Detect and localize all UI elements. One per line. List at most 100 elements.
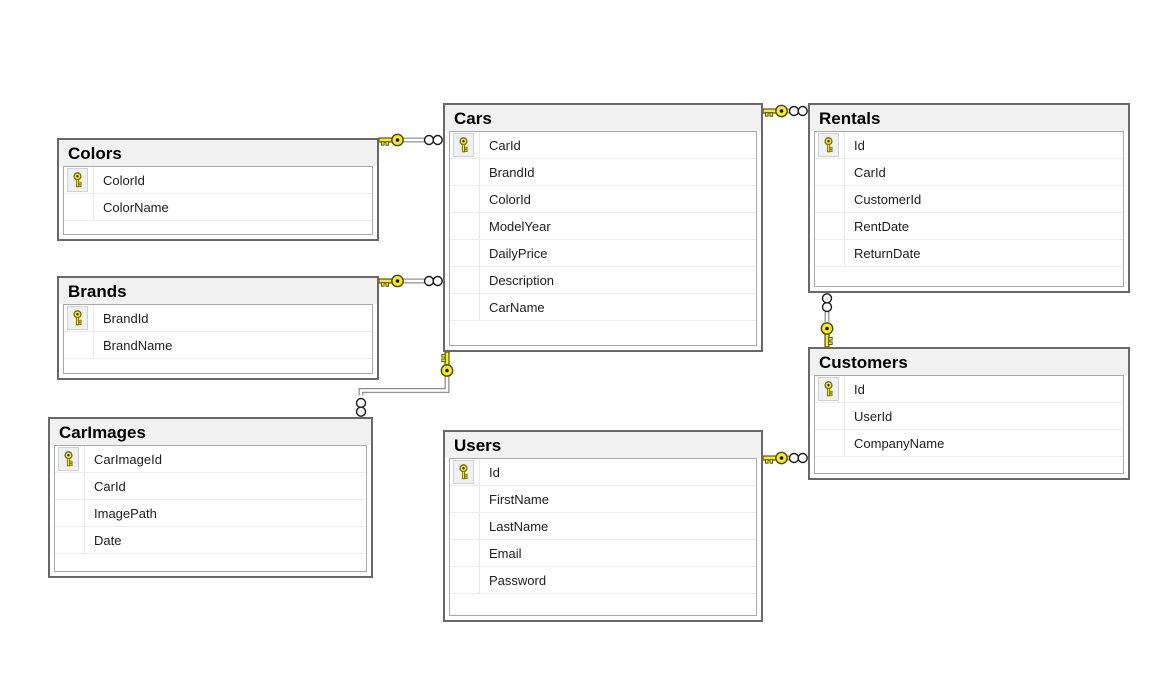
field-name: CarId <box>94 478 126 494</box>
field-name: ModelYear <box>489 218 551 234</box>
field-row[interactable]: CarName <box>450 294 756 321</box>
field-name: ReturnDate <box>854 245 921 261</box>
field-row[interactable]: CarId <box>450 132 756 159</box>
one-end-key-icon <box>762 104 788 118</box>
table-field-list: Id CarId CustomerId RentDate ReturnDate <box>814 131 1124 287</box>
field-name: FirstName <box>489 491 549 507</box>
table-title[interactable]: Customers <box>810 349 1128 375</box>
field-row[interactable]: DailyPrice <box>450 240 756 267</box>
field-name: LastName <box>489 518 549 534</box>
table-title[interactable]: Colors <box>59 140 377 166</box>
table-field-list: BrandId BrandName <box>63 304 373 374</box>
field-name: Description <box>489 272 555 288</box>
field-name: UserId <box>854 408 893 424</box>
field-row[interactable]: Password <box>450 567 756 594</box>
field-row[interactable]: Description <box>450 267 756 294</box>
field-row[interactable]: ColorName <box>64 194 372 221</box>
field-name: ColorName <box>103 199 169 215</box>
field-name: CarImageId <box>94 451 162 467</box>
field-name: DailyPrice <box>489 245 548 261</box>
one-end-key-icon <box>440 351 454 377</box>
field-row[interactable]: RentDate <box>815 213 1123 240</box>
field-row[interactable]: Id <box>815 132 1123 159</box>
field-row[interactable]: Id <box>450 459 756 486</box>
field-name: Id <box>854 137 865 153</box>
field-row[interactable]: Id <box>815 376 1123 403</box>
field-row[interactable]: BrandId <box>450 159 756 186</box>
field-row[interactable]: UserId <box>815 403 1123 430</box>
primary-key-icon <box>58 447 79 471</box>
primary-key-icon <box>67 168 88 192</box>
field-row[interactable]: BrandName <box>64 332 372 359</box>
table-title[interactable]: Cars <box>445 105 761 131</box>
field-name: BrandId <box>103 310 149 326</box>
many-end-infinity-icon <box>423 275 443 287</box>
field-row[interactable]: CarImageId <box>55 446 366 473</box>
field-name: Id <box>854 381 865 397</box>
field-name: BrandId <box>489 164 535 180</box>
table-title[interactable]: Rentals <box>810 105 1128 131</box>
primary-key-icon <box>67 306 88 330</box>
many-end-infinity-icon <box>423 134 443 146</box>
field-row[interactable]: ReturnDate <box>815 240 1123 267</box>
table-colors[interactable]: Colors ColorId ColorName <box>57 138 379 241</box>
many-end-infinity-icon <box>355 397 367 417</box>
field-row[interactable]: BrandId <box>64 305 372 332</box>
field-row[interactable]: ColorId <box>450 186 756 213</box>
field-name: Id <box>489 464 500 480</box>
field-row[interactable]: Date <box>55 527 366 554</box>
field-name: ColorId <box>103 172 145 188</box>
field-name: ImagePath <box>94 505 157 521</box>
table-brands[interactable]: Brands BrandId BrandName <box>57 276 379 380</box>
field-row[interactable]: CustomerId <box>815 186 1123 213</box>
relationship-brands-cars[interactable] <box>378 274 443 288</box>
relationship-cars-rentals[interactable] <box>762 104 808 118</box>
one-end-key-icon <box>820 322 834 348</box>
table-carimages[interactable]: CarImages CarImageId CarId ImagePath Dat… <box>48 417 373 578</box>
relationship-cars-carimages[interactable] <box>355 351 454 417</box>
field-name: RentDate <box>854 218 909 234</box>
field-row[interactable]: FirstName <box>450 486 756 513</box>
field-name: CompanyName <box>854 435 945 451</box>
field-row[interactable]: CarId <box>815 159 1123 186</box>
field-row[interactable]: ColorId <box>64 167 372 194</box>
table-field-list: Id FirstName LastName Email Password <box>449 458 757 616</box>
relationship-customers-rentals[interactable] <box>820 293 834 348</box>
primary-key-icon <box>453 460 474 484</box>
field-name: ColorId <box>489 191 531 207</box>
table-rentals[interactable]: Rentals Id CarId CustomerId RentDate Ret… <box>808 103 1130 293</box>
field-name: Date <box>94 532 122 548</box>
field-row[interactable]: CarId <box>55 473 366 500</box>
primary-key-icon <box>453 133 474 157</box>
field-row[interactable]: ImagePath <box>55 500 366 527</box>
table-title[interactable]: Users <box>445 432 761 458</box>
table-cars[interactable]: Cars CarId BrandId ColorId ModelYear Dai… <box>443 103 763 352</box>
table-users[interactable]: Users Id FirstName LastName Email Passwo… <box>443 430 763 622</box>
field-row[interactable]: Email <box>450 540 756 567</box>
one-end-key-icon <box>378 274 404 288</box>
relationship-users-customers[interactable] <box>762 451 808 465</box>
table-field-list: ColorId ColorName <box>63 166 373 235</box>
table-title[interactable]: CarImages <box>50 419 371 445</box>
field-name: Password <box>489 572 547 588</box>
table-field-list: CarId BrandId ColorId ModelYear DailyPri… <box>449 131 757 346</box>
primary-key-icon <box>818 133 839 157</box>
field-row[interactable]: CompanyName <box>815 430 1123 457</box>
field-name: CustomerId <box>854 191 922 207</box>
table-customers[interactable]: Customers Id UserId CompanyName <box>808 347 1130 480</box>
relationship-colors-cars[interactable] <box>378 133 443 147</box>
one-end-key-icon <box>378 133 404 147</box>
many-end-infinity-icon <box>788 105 808 117</box>
field-row[interactable]: LastName <box>450 513 756 540</box>
field-name: CarName <box>489 299 545 315</box>
field-name: Email <box>489 545 522 561</box>
field-row[interactable]: ModelYear <box>450 213 756 240</box>
field-name: CarId <box>489 137 521 153</box>
primary-key-icon <box>818 377 839 401</box>
one-end-key-icon <box>762 451 788 465</box>
many-end-infinity-icon <box>821 293 833 313</box>
many-end-infinity-icon <box>788 452 808 464</box>
field-name: CarId <box>854 164 886 180</box>
table-title[interactable]: Brands <box>59 278 377 304</box>
